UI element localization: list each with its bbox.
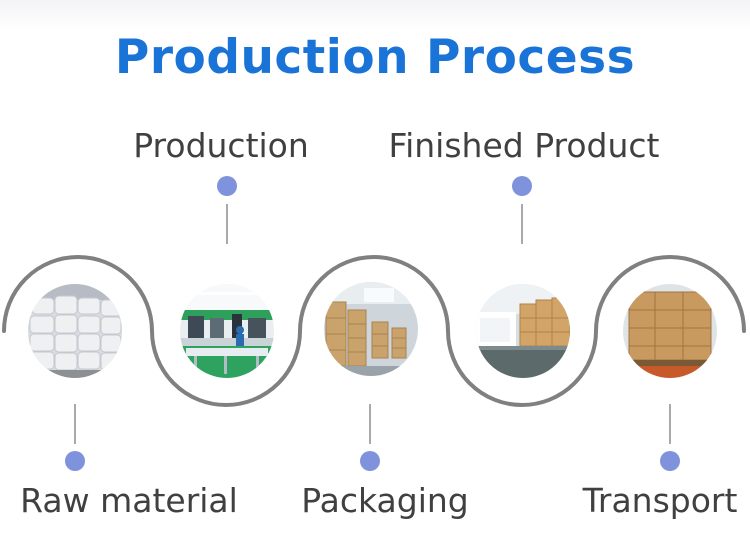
step-dot-raw-material: [65, 451, 85, 471]
step-dot-production: [217, 176, 237, 196]
step-label-transport: Transport: [582, 481, 738, 520]
step-label-packaging: Packaging: [301, 481, 469, 520]
finished-product-warehouse-photo: [476, 284, 570, 378]
wavy-path: [2, 255, 746, 407]
step-label-production: Production: [133, 126, 309, 165]
step-label-raw-material: Raw material: [20, 481, 238, 520]
step-dot-transport: [660, 451, 680, 471]
page-title: Production Process: [114, 30, 636, 85]
step-label-finished-product: Finished Product: [388, 126, 660, 165]
step-dot-packaging: [360, 451, 380, 471]
packaging-warehouse-photo: [324, 282, 418, 376]
step-dot-finished-product: [512, 176, 532, 196]
raw-material-bags-photo: [28, 284, 122, 378]
transport-pallets-photo: [623, 284, 717, 378]
production-line-photo: [180, 284, 274, 378]
